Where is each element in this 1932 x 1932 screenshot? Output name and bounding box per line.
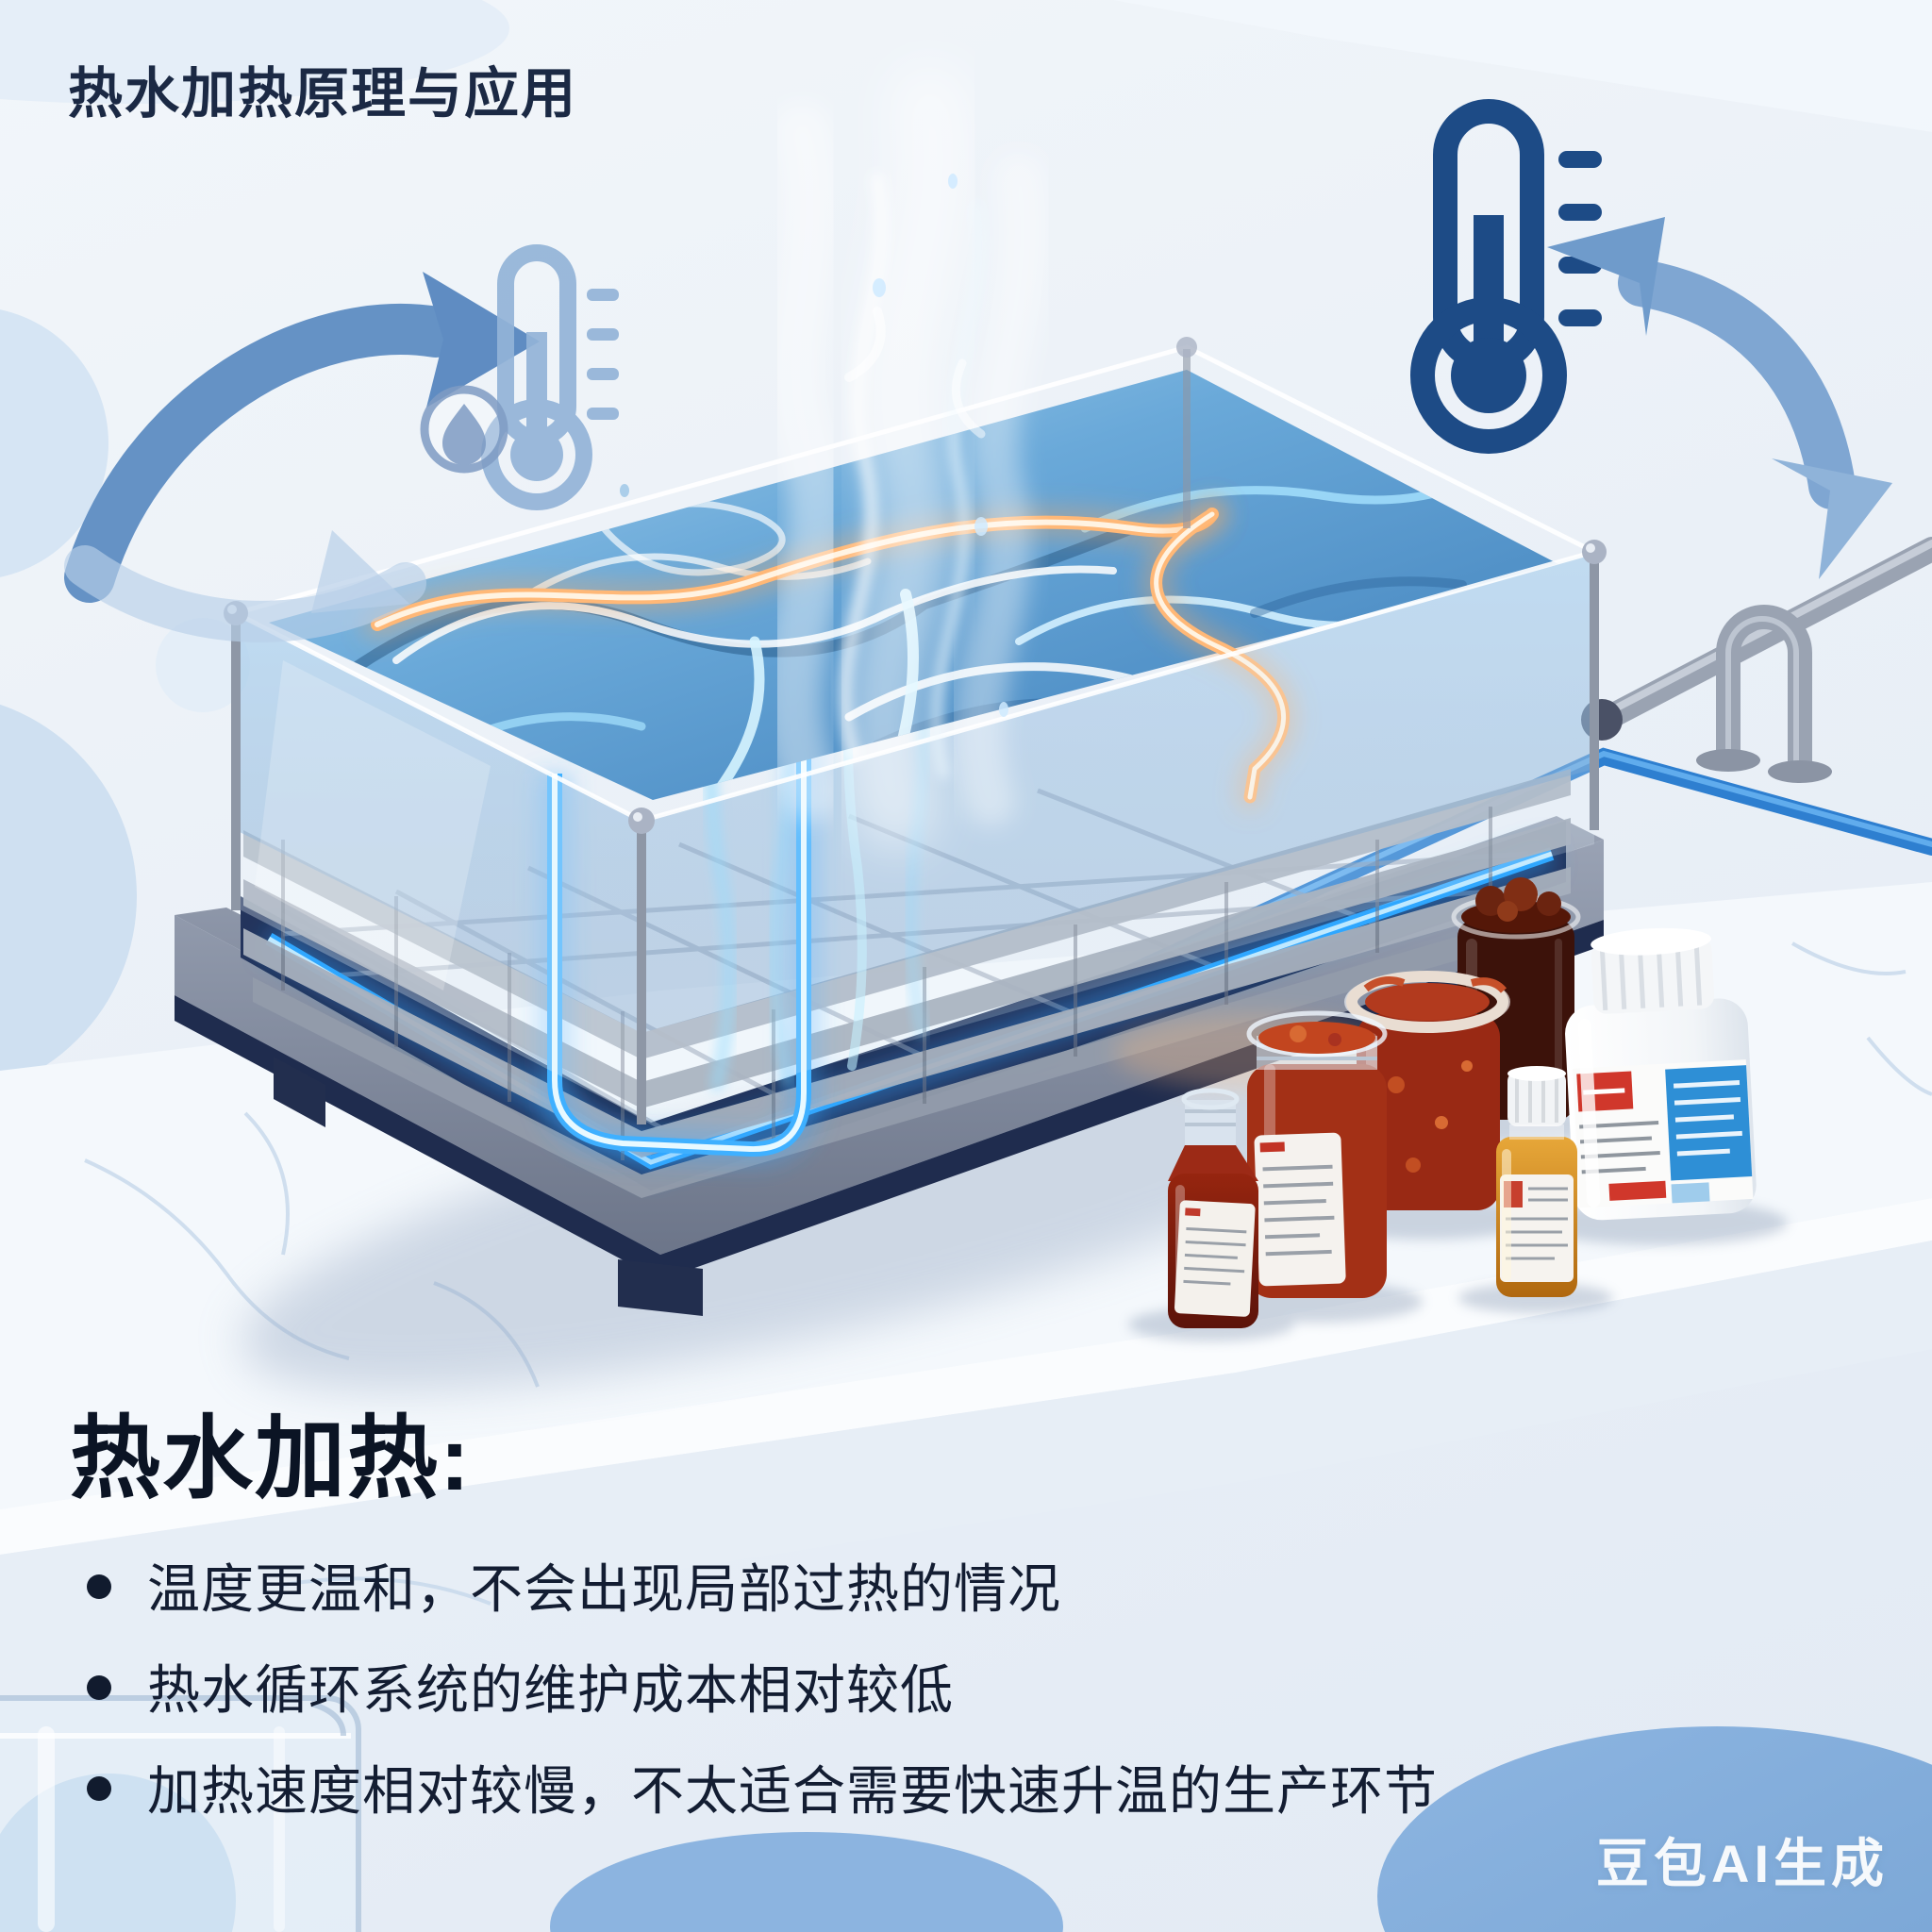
generator-watermark: 豆包AI生成 [1596,1834,1889,1893]
decor-wave-top-left [0,0,509,104]
gray-pipe [1589,537,1932,734]
corner-posts [224,337,1607,1124]
water-bath-tank [175,64,1607,1316]
sauce-bottle-small [1168,1088,1258,1328]
orange-heater-tube [362,499,1298,811]
pipe-flange-left [1696,749,1760,772]
amber-medicine-bottle [1496,1066,1577,1297]
glass-wall-left [236,613,641,1118]
jar-label [1254,1132,1346,1287]
bullet-dot [87,1675,111,1701]
large-thermometer-icon [1410,99,1602,454]
right-circulation-arrow-icon [1547,217,1892,579]
tray-foot-left [274,1057,325,1127]
decor-band-top-right [1113,0,1932,132]
decor-blob-bottom-right [1377,1726,1932,1932]
glass-sheen [255,660,491,991]
white-medicine-bottle [1565,927,1757,1221]
bullet-item: 温度更温和，不会出现局部过热的情况 [70,1557,1541,1621]
counter-edge-highlight [0,1198,1932,1555]
decor-blob-left-upper [0,309,108,577]
tray-foot-front [618,1259,703,1316]
bullet-text: 温度更温和，不会出现局部过热的情况 [147,1559,1061,1619]
bullet-item: 加热速度相对较慢，不太适合需要快速升温的生产环节 [70,1759,1541,1823]
decor-blob-left-lower [0,704,137,1089]
decor-ellipse-bottom-center [550,1832,1063,1932]
bullet-dot [87,1776,111,1802]
background-decor [0,0,1932,1089]
bullet-item: 热水循环系统的维护成本相对较低 [70,1658,1541,1722]
foreground-decor [0,1695,1932,1932]
small-thermometer-icon [481,244,619,510]
gray-pipe-highlight [1597,540,1932,720]
product-jars-group [1128,877,1788,1341]
glass-wall-right [641,552,1594,1118]
mesh-trays [243,769,1571,1198]
base-tray-dark-strip [175,920,1604,1280]
pipe-flange-right [1768,760,1832,783]
pipe-u-loop-highlight [1725,616,1799,762]
info-panel: 热水加热: 温度更温和，不会出现局部过热的情况 热水循环系统的维护成本相对较低 … [70,1385,1541,1861]
left-circulation-arrow-icon [64,272,540,642]
glass-beaker [0,1695,361,1932]
water-droplets [620,174,1008,717]
wall-water-right [641,552,1594,1033]
counter-front-face [0,1241,1932,1674]
bullet-dot [87,1574,111,1599]
sauce-jar-medium [1246,1010,1388,1298]
water-drop-badge-icon [420,385,508,474]
base-tray-side [175,840,1604,1255]
bullet-text: 加热速度相对较慢，不太适合需要快速升温的生产环节 [147,1761,1438,1822]
medicine-label [1572,1059,1754,1208]
bullet-text: 热水循环系统的维护成本相对较低 [147,1660,954,1721]
chili-sauce-jar-large [1344,971,1510,1210]
blue-u-tube [538,745,821,1167]
info-heading: 热水加热: [70,1408,472,1509]
bottle-label [1174,1200,1256,1317]
decor-blob-left-small [156,618,250,712]
steam [763,64,1047,851]
page-title: 热水加热原理与应用 [68,63,578,125]
